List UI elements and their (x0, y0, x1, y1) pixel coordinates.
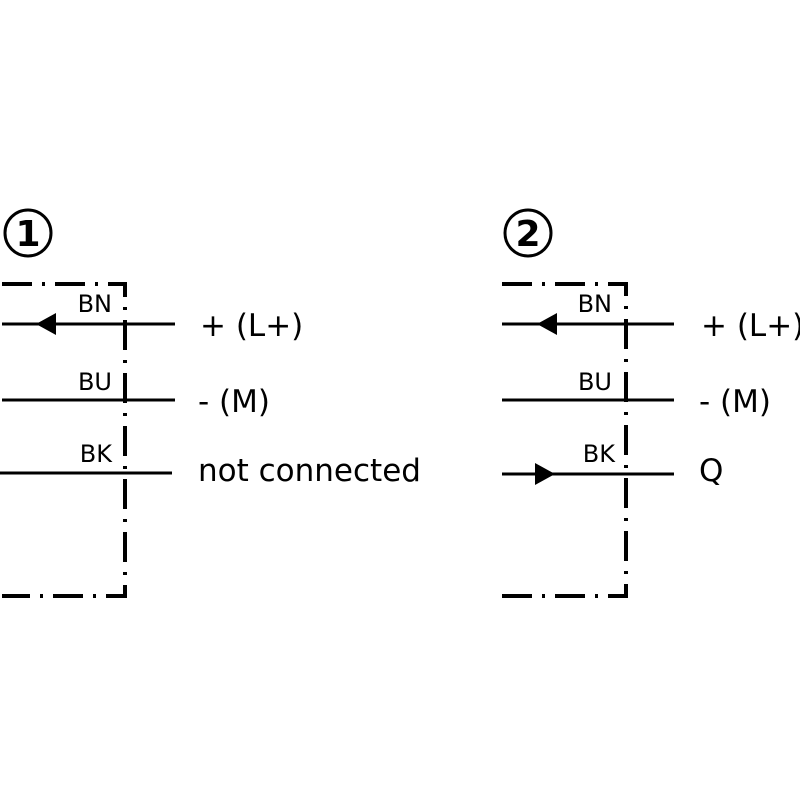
wire-code-bk: BK (583, 440, 616, 468)
terminal-label-bn: + (L+) (200, 308, 303, 344)
terminal-label-bn: + (L+) (701, 308, 800, 344)
wire-code-bk: BK (80, 440, 113, 468)
wire-code-bn: BN (578, 290, 612, 318)
housing-outline (2, 282, 127, 598)
diagram-number: 2 (515, 214, 540, 255)
arrow-out-icon (535, 463, 555, 485)
circle-icon (3, 208, 53, 258)
terminal-label-bu: - (M) (699, 384, 771, 420)
terminal-label-bu: - (M) (198, 384, 270, 420)
diagram-1: 1 BN BU BK + (L+) - (M) not connected (0, 208, 421, 598)
diagram-2: 2 BN BU BK + (L+) - (M) Q (502, 208, 800, 598)
circle-icon (503, 208, 553, 258)
terminal-label-bk: not connected (198, 453, 421, 489)
arrow-in-icon (36, 313, 56, 335)
wire-code-bn: BN (78, 290, 112, 318)
number-badge-1: 1 (3, 208, 53, 258)
terminal-label-bk: Q (699, 453, 723, 489)
number-badge-2: 2 (503, 208, 553, 258)
housing-outline (502, 282, 628, 598)
wire-code-bu: BU (78, 368, 112, 396)
wire-code-bu: BU (578, 368, 612, 396)
arrow-in-icon (537, 313, 557, 335)
diagram-number: 1 (15, 214, 40, 255)
